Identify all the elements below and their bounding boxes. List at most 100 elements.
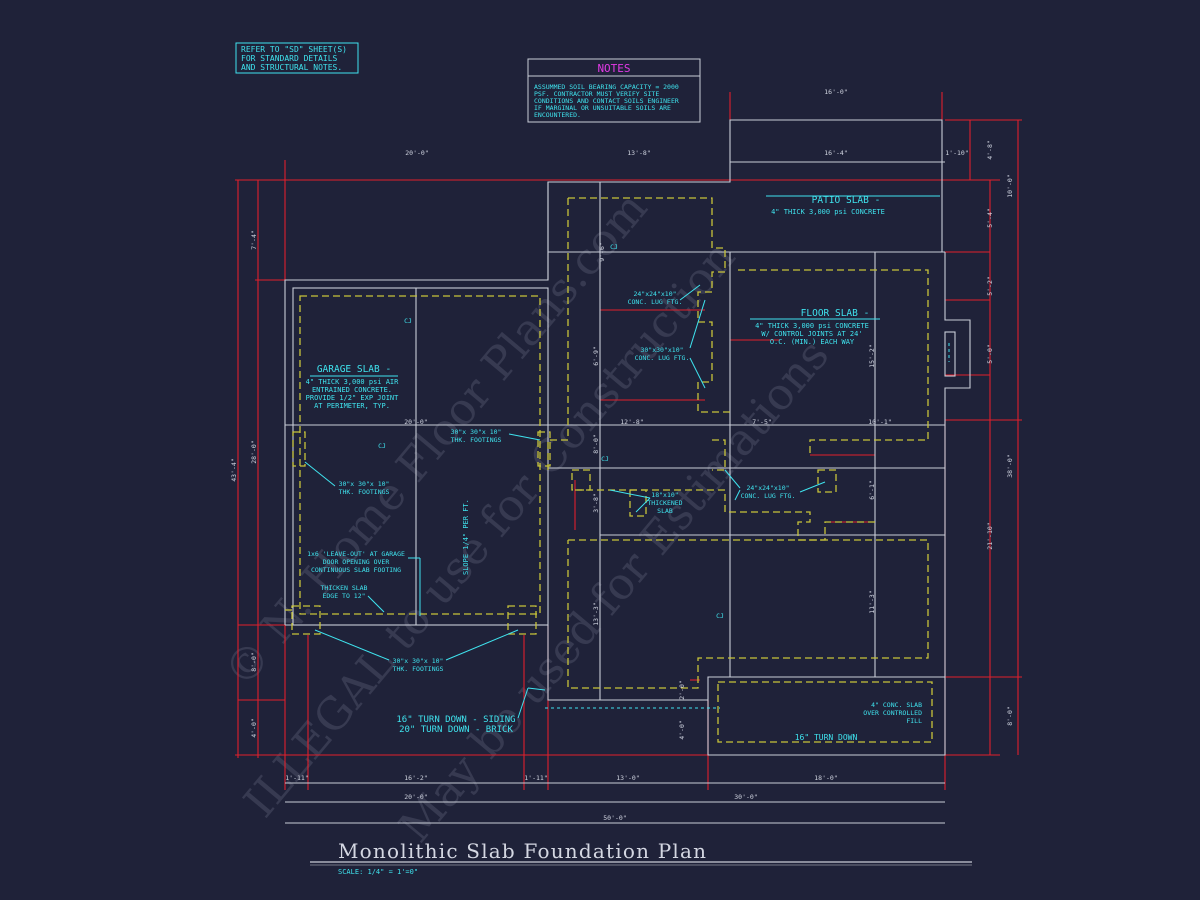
turn-down-1: 16" TURN DOWN - SIDING [396,715,515,725]
footing-bottom-1: 30"x 30"x 10" [393,657,444,665]
dim-interior: 8'-0" [592,434,600,454]
sheet-title: Monolithic Slab Foundation Plan [338,839,707,863]
floor-slab-desc-1: 4" THICK 3,000 psi CONCRETE [755,322,869,330]
thicken-edge-1: THICKEN SLAB [321,584,368,592]
dim-bottom-row2: 20'-0" [404,793,427,801]
sheet-scale: SCALE: 1/4" = 1'=0" [338,868,418,876]
dim-right-inner: 5'-0" [986,344,994,364]
lug-24-top-1: 24"x24"x10" [633,290,676,298]
dim-interior: 9'-6" [598,242,606,262]
garage-slab-desc-1: 4" THICK 3,000 psi AIR [306,378,400,386]
dim-bottom-row2: 30'-0" [734,793,757,801]
title-block: Monolithic Slab Foundation Plan SCALE: 1… [310,839,972,876]
conc-slab-1: 4" CONC. SLAB [871,701,922,709]
floor-slab-title: FLOOR SLAB - [801,308,870,319]
dim-top: 20'-0" [405,149,428,157]
dimension-text: 16'-0" 20'-0" 13'-8" 16'-4" 1'-10" 20'-0… [230,88,1014,824]
dim-right-inner: 5'-4" [986,208,994,228]
front-porch-footing [717,681,933,743]
slab-labels: PATIO SLAB - 4" THICK 3,000 psi CONCRETE… [306,195,885,410]
dim-interior: 6'-9" [592,346,600,366]
cj-mark: CJ [378,442,386,450]
cj-mark: CJ [716,612,724,620]
footing-center-2: THK. FOOTINGS [451,436,502,444]
dim-mid: 12'-8" [620,418,643,426]
notes-line-2: PSF. CONTRACTOR MUST VERIFY SITE [534,90,659,98]
leave-out-1: 1x6 'LEAVE-OUT' AT GARAGE [307,550,405,558]
dim-right-outer: 10'-0" [1006,174,1014,197]
turn-down-16: 16" TURN DOWN [795,733,858,742]
notes-line-5: ENCOUNTERED. [534,111,581,119]
thickened-3: SLAB [657,507,673,515]
cj-mark: CJ [610,243,618,251]
slab-outlines [284,119,971,756]
dim-top: 1'-10" [945,149,968,157]
slope-label: SLOPE 1/4" PER FT. [462,499,470,575]
dim-bottom-row1: 1'-11" [285,774,308,782]
leader-lines [304,195,950,719]
dim-garage-inner: 20'-0" [404,418,427,426]
footing-left-2: THK. FOOTINGS [339,488,390,496]
dim-bottom-total: 50'-0" [603,814,626,822]
lug-24-mid-1: 24"x24"x10" [746,484,789,492]
refer-line-2: FOR STANDARD DETAILS [241,54,338,63]
lug-30-2: CONC. LUG FTG. [635,354,690,362]
dim-top: 16'-4" [824,149,847,157]
dim-top: 16'-0" [824,88,847,96]
dimension-lines [235,92,1022,790]
dim-interior: 11'-3" [868,590,876,613]
thickened-1: 18"x10" [651,491,678,499]
footing-callouts: 24"x24"x10" CONC. LUG FTG. 30"x30"x10" C… [307,243,922,742]
footing-bottom-2: THK. FOOTINGS [393,665,444,673]
patio-slab-title: PATIO SLAB - [812,195,881,206]
notes-line-1: ASSUMMED SOIL BEARING CAPACITY = 2000 [534,83,679,91]
floor-slab-desc-2: W/ CONTROL JOINTS AT 24' [761,330,862,338]
dim-bottom-row1: 16'-2" [404,774,427,782]
footings [285,197,933,743]
footing-center-1: 30"x 30"x 10" [451,428,502,436]
floor-slab-desc-3: O.C. (MIN.) EACH WAY [770,338,855,346]
dim-left: 28'-0" [250,440,258,463]
dim-right-inner: 4'-8" [986,140,994,160]
dim-right-inner: 5'-2" [986,276,994,296]
leave-out-2: DOOR OPENING OVER [323,558,390,566]
cj-mark: CJ [601,455,609,463]
lug-24-mid-2: CONC. LUG FTG. [741,492,796,500]
dim-mid: 7'-5" [752,418,772,426]
refer-line-3: AND STRUCTURAL NOTES. [241,63,342,72]
dim-interior: 15'-2" [868,344,876,367]
dim-bottom-row1: 1'-11" [524,774,547,782]
cj-mark: CJ [404,317,412,325]
dim-mid: 10'-1" [868,418,891,426]
lug-24-top-2: CONC. LUG FTG. [628,298,683,306]
dim-left: 4'-0" [250,718,258,738]
lug-30-1: 30"x30"x10" [640,346,683,354]
refer-note-box: REFER TO "SD" SHEET(S) FOR STANDARD DETA… [235,42,359,74]
thickened-2: THICKENED [647,499,682,507]
dim-top: 13'-8" [627,149,650,157]
dim-right-outer: 8'-0" [1006,706,1014,726]
dim-interior: 6'-1" [868,480,876,500]
turn-down-2: 20" TURN DOWN - BRICK [399,725,513,735]
notes-line-3: CONDITIONS AND CONTACT SOILS ENGINEER [534,97,679,105]
dim-bottom-row1: 18'-0" [814,774,837,782]
dim-interior: 13'-3" [592,602,600,625]
conc-slab-2: OVER CONTROLLED [863,709,922,717]
thicken-edge-2: EDGE TO 12" [322,592,365,600]
dim-left: 43'-4" [230,458,238,481]
notes-box: NOTES ASSUMMED SOIL BEARING CAPACITY = 2… [527,58,701,123]
dim-left: 7'-4" [250,230,258,250]
garage-slab-desc-2: ENTRAINED CONCRETE. [312,386,392,394]
garage-slab-desc-3: PROVIDE 1/2" EXP JOINT [306,394,400,402]
dim-left: 8'-0" [250,652,258,672]
garage-slab-desc-4: AT PERIMETER, TYP. [314,402,390,410]
dim-interior: 3'-8" [592,493,600,513]
dim-interior: 2'-0" [678,680,686,700]
footing-left-1: 30"x 30"x 10" [339,480,390,488]
notes-heading: NOTES [597,62,630,75]
dim-interior: 4'-0" [678,720,686,740]
garage-slab-title: GARAGE SLAB - [317,364,391,375]
dim-right-outer: 38'-0" [1006,454,1014,477]
notes-line-4: IF MARGINAL OR UNSUITABLE SOILS ARE [534,104,671,112]
